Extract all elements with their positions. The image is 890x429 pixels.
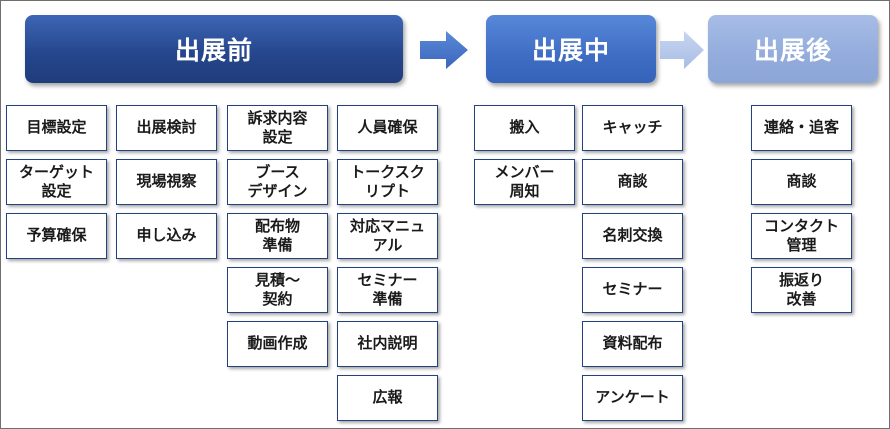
task-card: 目標設定	[6, 105, 107, 151]
task-card: 社内説明	[337, 321, 438, 367]
task-card: 振返り 改善	[751, 267, 852, 313]
arrow-icon-before-to-during	[420, 31, 468, 69]
phase-during-header: 出展中	[486, 15, 656, 83]
task-card: ブース デザイン	[227, 159, 328, 205]
task-card: トークスク リプト	[337, 159, 438, 205]
task-card: 対応マニュ アル	[337, 213, 438, 259]
task-card: コンタクト 管理	[751, 213, 852, 259]
task-card: 訴求内容 設定	[227, 105, 328, 151]
phase-before-header: 出展前	[25, 15, 403, 83]
task-card: 出展検討	[116, 105, 217, 151]
task-card: 配布物 準備	[227, 213, 328, 259]
task-card: 搬入	[474, 105, 575, 151]
task-card: ターゲット 設定	[6, 159, 107, 205]
task-card: アンケート	[582, 375, 683, 421]
task-card: 資料配布	[582, 321, 683, 367]
task-card: 名刺交換	[582, 213, 683, 259]
task-card: 予算確保	[6, 213, 107, 259]
task-card: 商談	[582, 159, 683, 205]
task-card: 人員確保	[337, 105, 438, 151]
task-card: 申し込み	[116, 213, 217, 259]
task-card: 商談	[751, 159, 852, 205]
task-card: 現場視察	[116, 159, 217, 205]
task-card: 見積〜 契約	[227, 267, 328, 313]
task-card: 動画作成	[227, 321, 328, 367]
task-card: 広報	[337, 375, 438, 421]
task-card: 連絡・追客	[751, 105, 852, 151]
arrow-icon-during-to-after	[660, 31, 704, 69]
task-card: セミナー	[582, 267, 683, 313]
task-card: メンバー 周知	[474, 159, 575, 205]
task-card: セミナー 準備	[337, 267, 438, 313]
phase-after-header: 出展後	[708, 15, 878, 83]
task-card: キャッチ	[582, 105, 683, 151]
